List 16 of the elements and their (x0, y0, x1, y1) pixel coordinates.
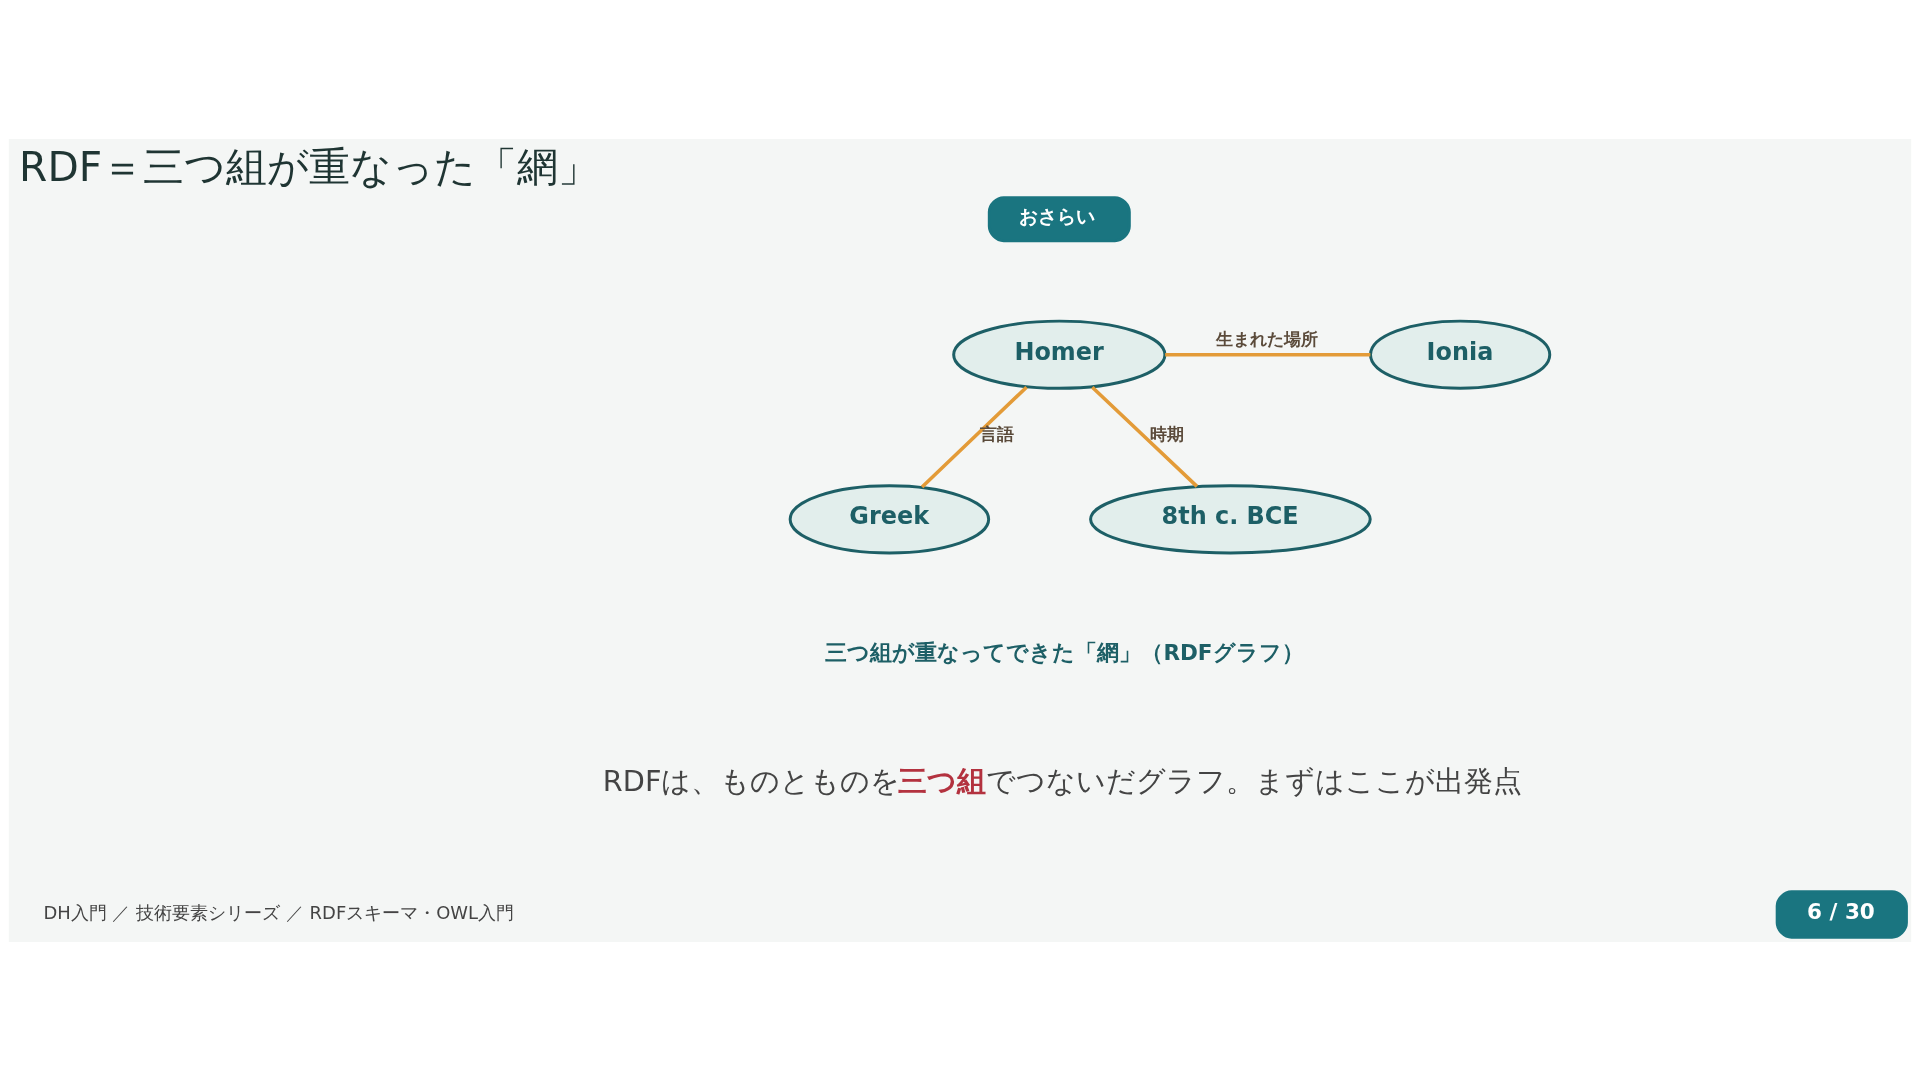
label: 6 / 30 (1807, 898, 1875, 924)
node-ellipse: Ionia (1369, 319, 1552, 390)
node-ellipse: 8th c. BCE (1089, 483, 1372, 554)
connector (1165, 352, 1371, 356)
connector (920, 385, 1028, 488)
edge-label: 生まれた場所 (1216, 328, 1319, 349)
connector (1091, 385, 1199, 488)
label: DH入門 ／ 技術要素シリーズ ／ RDFスキーマ・OWL入門 (43, 901, 515, 923)
diagram-title: RDF＝三つ組が重なった「網」 (19, 142, 600, 191)
label: おさらい (1019, 204, 1096, 228)
node-ellipse: Greek (788, 483, 991, 554)
caption: 三つ組が重なってできた「網」（RDFグラフ） (825, 639, 1304, 665)
edge-label: 時期 (1150, 423, 1185, 444)
edge-label: 言語 (980, 423, 1015, 444)
node-ellipse: Homer (952, 319, 1167, 390)
label: RDFは、ものとものを三つ組でつないだグラフ。まずはここが出発点 (602, 763, 1522, 798)
